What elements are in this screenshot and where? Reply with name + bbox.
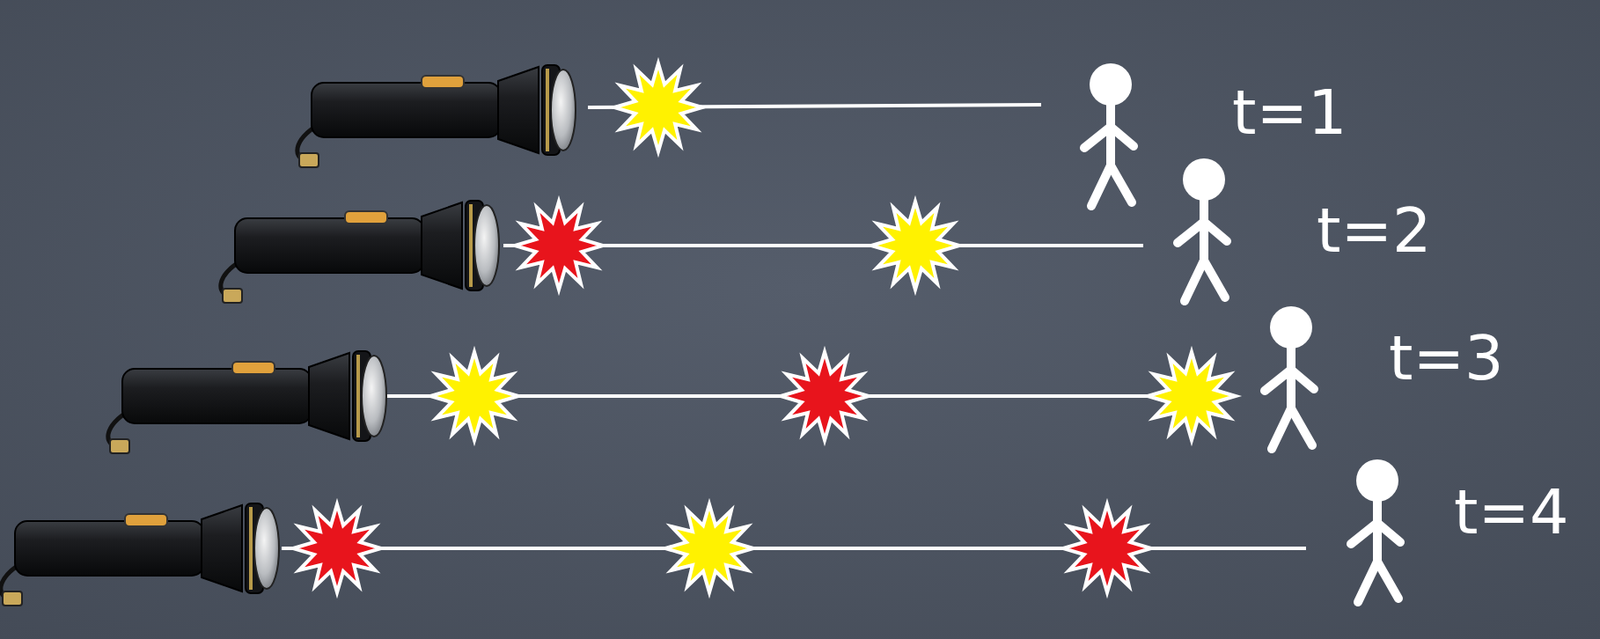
light-pulse (871, 201, 960, 290)
flashlight (297, 65, 576, 168)
time-label: t=1 (1232, 81, 1348, 144)
row-3 (108, 306, 1314, 454)
time-label: t=3 (1388, 327, 1505, 389)
light-pulse (430, 352, 519, 441)
light-pulse (1063, 504, 1152, 593)
flashlight (0, 503, 279, 606)
observer (1264, 306, 1314, 449)
time-label: t=2 (1316, 199, 1432, 262)
light-pulse (665, 504, 754, 593)
row-4 (0, 459, 1401, 606)
time-label: t=4 (1453, 481, 1570, 544)
light-pulse (514, 201, 603, 290)
flashlight (220, 200, 500, 303)
observer (1177, 158, 1227, 301)
light-pulse (293, 504, 382, 593)
light-pulse (1147, 352, 1236, 441)
light-pulse (614, 63, 703, 152)
flashlight (108, 351, 387, 454)
observer (1350, 459, 1401, 602)
row-1 (297, 63, 1134, 206)
light-pulse (780, 352, 869, 441)
observer (1084, 63, 1134, 206)
row-2 (220, 158, 1227, 303)
